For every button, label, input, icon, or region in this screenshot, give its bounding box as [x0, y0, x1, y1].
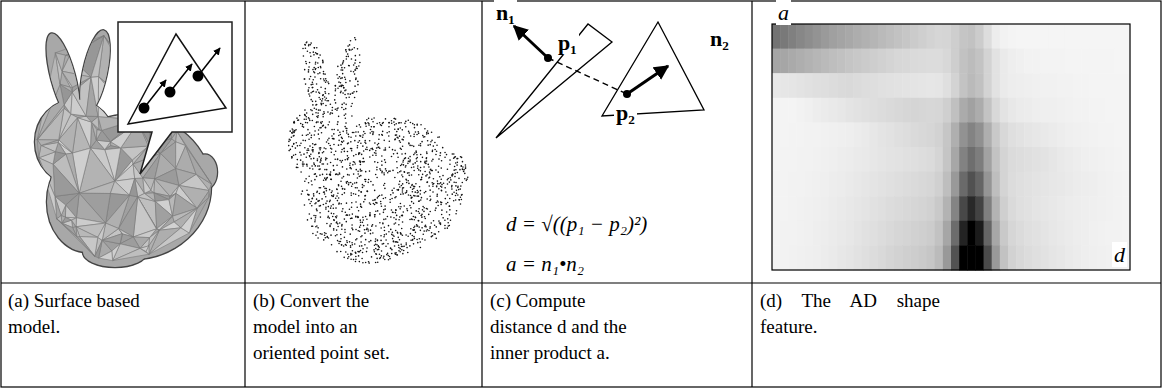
axis-label: d	[1112, 242, 1127, 267]
vector-label: n₂	[708, 26, 731, 51]
panel-caption: (a) Surface based model.	[8, 288, 178, 340]
panel-caption: (c) Compute distance d and the inner pro…	[490, 288, 650, 366]
triangle-pair	[496, 22, 704, 138]
vector-label: p₁	[556, 30, 579, 55]
vector-label: n₁	[494, 0, 517, 25]
formula: a = n₁•n₂	[504, 252, 586, 276]
vector-label: p₂	[614, 100, 637, 125]
callout-box	[118, 22, 232, 174]
ad-histogram	[772, 24, 1131, 271]
panel-caption: (d) The AD shape feature.	[760, 288, 940, 340]
formula: d = √((p₁ − p₂)²)	[504, 212, 649, 236]
axis-label: a	[776, 0, 791, 25]
panel-caption: (b) Convert the model into an oriented p…	[253, 288, 418, 366]
point-cloud-bunny	[288, 37, 469, 264]
